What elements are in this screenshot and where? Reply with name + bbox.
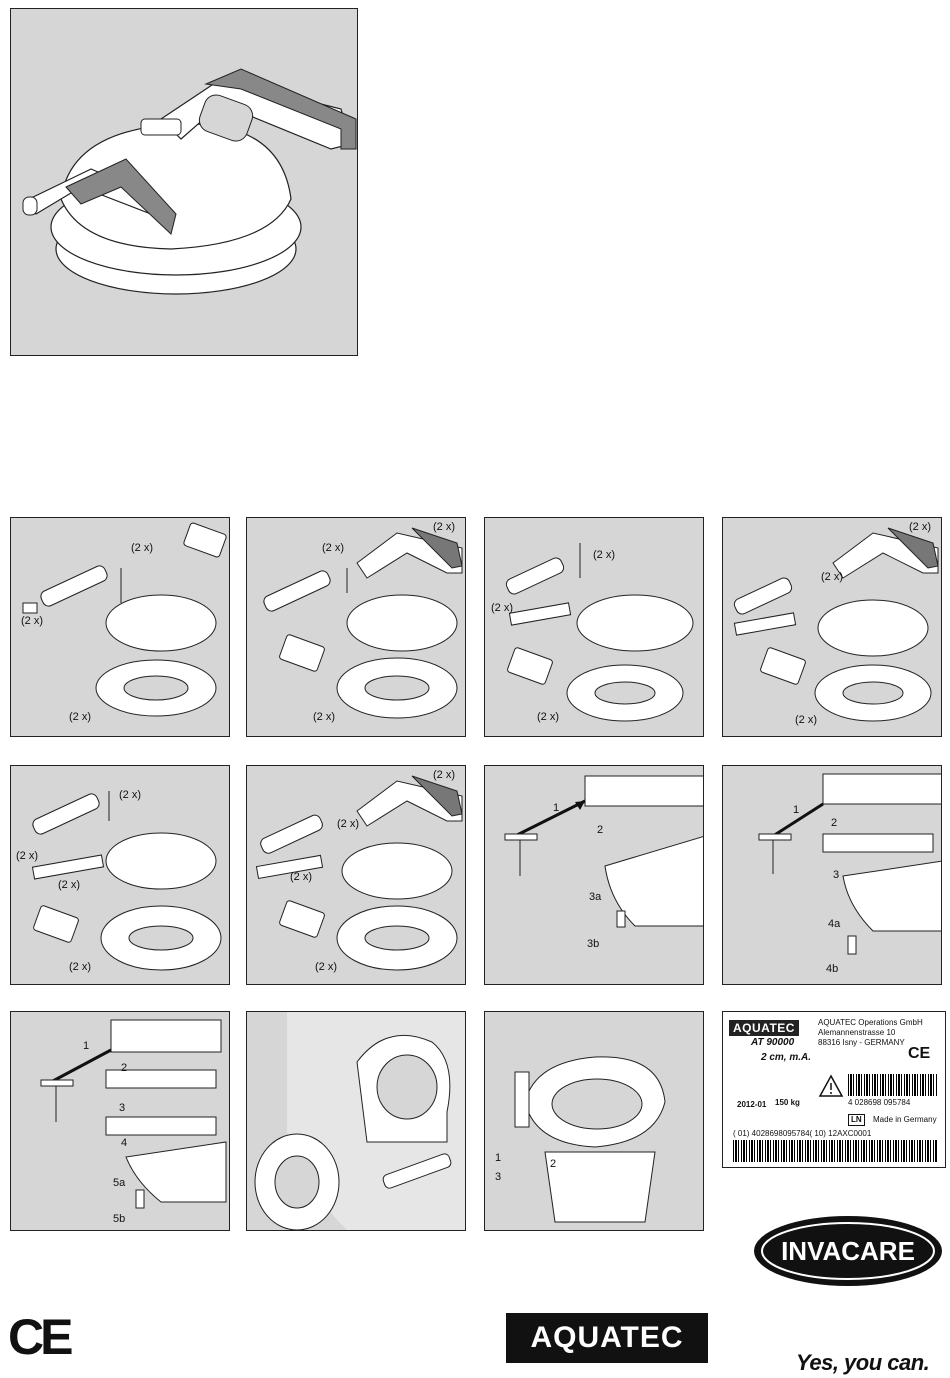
aquatec-label-logo: AQUATEC — [729, 1020, 799, 1036]
step-label: 2 — [831, 817, 838, 829]
aquatec-logo: AQUATEC — [506, 1313, 708, 1363]
made-in: Made in Germany — [873, 1115, 937, 1124]
model-number: AT 90000 — [751, 1037, 795, 1048]
max-weight: 150 kg — [775, 1098, 800, 1107]
panel-5: (2 x) (2 x) (2 x) (2 x) — [10, 765, 230, 985]
step-label: 2 — [121, 1062, 128, 1074]
step-label: 3a — [589, 891, 602, 903]
qty-label: (2 x) — [337, 818, 359, 830]
panel-6: (2 x) (2 x) (2 x) (2 x) — [246, 765, 466, 985]
qty-label: (2 x) — [322, 542, 344, 554]
product-barcode — [733, 1140, 938, 1162]
qty-label: (2 x) — [69, 711, 91, 723]
qty-label: (2 x) — [593, 549, 615, 561]
step-label: 2 — [597, 824, 604, 836]
step-label: 1 — [83, 1040, 90, 1052]
qty-label: (2 x) — [290, 871, 312, 883]
company-city: 88316 Isny - GERMANY — [818, 1038, 905, 1047]
company-street: Alemannenstrasse 10 — [818, 1028, 896, 1037]
tagline: Yes, you can. — [796, 1350, 930, 1375]
hero-illustration — [10, 8, 358, 356]
product-label: AQUATEC AT 90000 2 cm, m.A. AQUATEC Oper… — [722, 1011, 946, 1168]
qty-label: (2 x) — [16, 850, 38, 862]
qty-label: (2 x) — [795, 714, 817, 726]
svg-text:INVACARE: INVACARE — [781, 1236, 915, 1266]
step-label: 1 — [553, 802, 560, 814]
lot-indicator: LN — [848, 1114, 865, 1126]
step-label: 4b — [826, 963, 839, 975]
panel-10 — [246, 1011, 466, 1231]
qty-label: (2 x) — [21, 615, 43, 627]
qty-label: (2 x) — [909, 521, 931, 533]
panel-2: (2 x) (2 x) (2 x) — [246, 517, 466, 737]
step-label: 3 — [119, 1102, 126, 1114]
panel-9: 1 2 3 4 5a 5b — [10, 1011, 230, 1231]
step-label: 3b — [587, 938, 600, 950]
ean-number: 4 028698 095784 — [848, 1098, 911, 1107]
panel-11: 1 2 3 — [484, 1011, 704, 1231]
qty-label: (2 x) — [491, 602, 513, 614]
ean-barcode — [848, 1074, 938, 1096]
step-label: 1 — [495, 1152, 502, 1164]
step-label: 4 — [121, 1137, 128, 1149]
qty-label: (2 x) — [537, 711, 559, 723]
qty-label: (2 x) — [58, 879, 80, 891]
qty-label: (2 x) — [433, 769, 455, 781]
qty-label: (2 x) — [821, 571, 843, 583]
panel-8: 1 2 3 4a 4b — [722, 765, 942, 985]
panel-7: 1 2 3a 3b — [484, 765, 704, 985]
qty-label: (2 x) — [313, 711, 335, 723]
step-label: 2 — [550, 1158, 557, 1170]
panel-4: (2 x) (2 x) (2 x) — [722, 517, 942, 737]
warning-icon — [818, 1074, 844, 1097]
invacare-logo: INVACARE — [754, 1216, 942, 1286]
step-label: 4a — [828, 918, 841, 930]
step-label: 5a — [113, 1177, 126, 1189]
qty-label: (2 x) — [131, 542, 153, 554]
step-label: 3 — [833, 869, 840, 881]
step-label: 3 — [495, 1171, 502, 1183]
product-code: ( 01) 4028698095784( 10) 12AXC0001 — [733, 1129, 872, 1138]
ce-mark-small: CE — [908, 1045, 931, 1062]
ce-mark: CE — [8, 1309, 73, 1365]
qty-label: (2 x) — [69, 961, 91, 973]
step-label: 1 — [793, 804, 800, 816]
qty-label: (2 x) — [315, 961, 337, 973]
qty-label: (2 x) — [433, 521, 455, 533]
panel-3: (2 x) (2 x) (2 x) — [484, 517, 704, 737]
step-label: 5b — [113, 1213, 126, 1225]
qty-label: (2 x) — [119, 789, 141, 801]
spec-text: 2 cm, m.A. — [761, 1052, 812, 1063]
manufacture-date: 2012-01 — [737, 1100, 767, 1109]
company-name: AQUATEC Operations GmbH — [818, 1018, 923, 1027]
panel-1: (2 x) (2 x) (2 x) — [10, 517, 230, 737]
